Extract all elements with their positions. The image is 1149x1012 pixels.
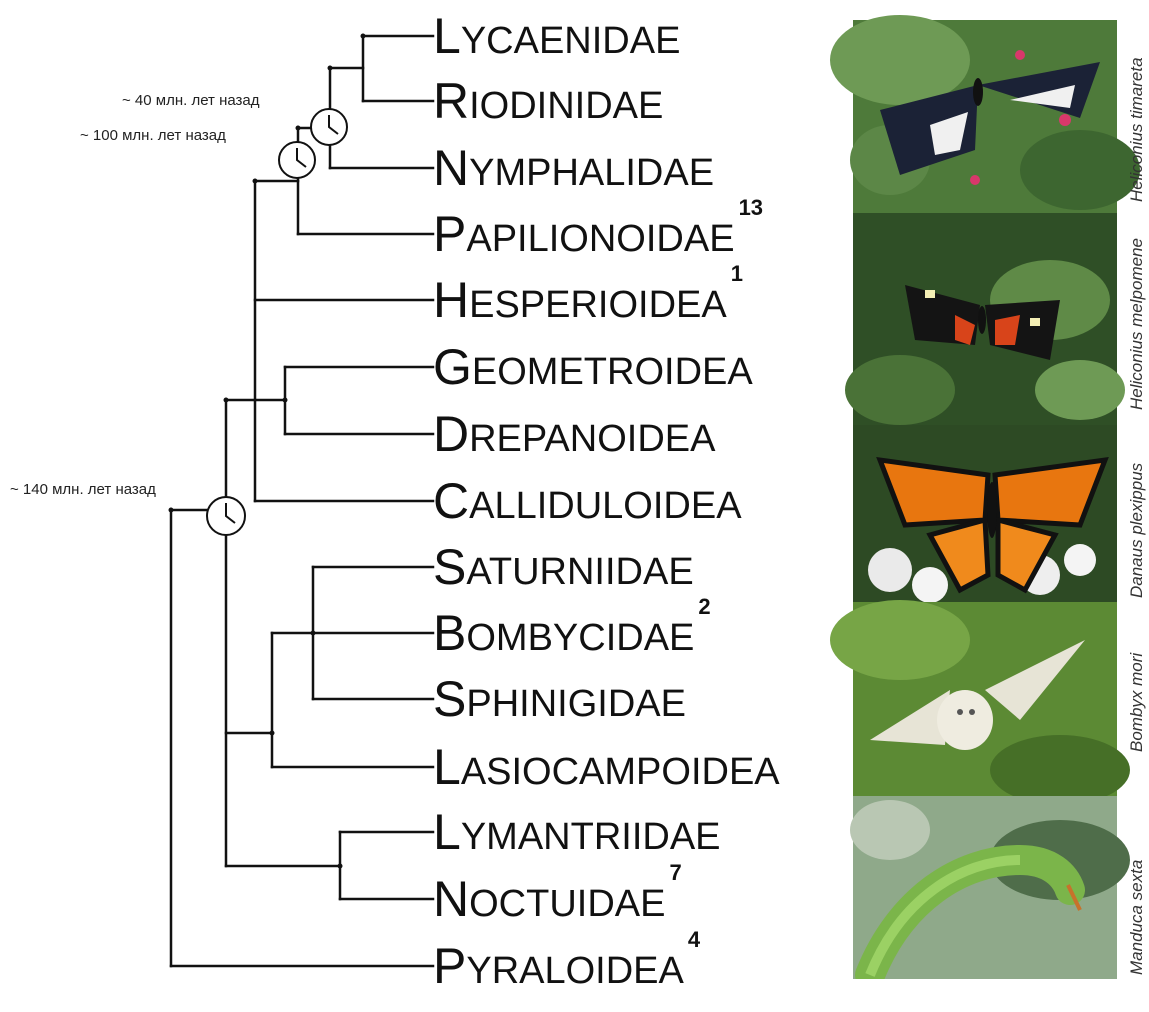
taxon-label-geometroidea: GEOMETROIDEA: [433, 334, 757, 400]
clock-icon: [279, 142, 315, 178]
node-dot: [224, 398, 229, 403]
taxon-label-riodinidae: RIODINIDAE: [433, 68, 667, 134]
species-caption-bombyx-mori: Bombyx mori: [1127, 653, 1147, 752]
taxon-label-calliduloidea: CALLIDULOIDEA: [433, 468, 746, 534]
species-caption-danaus-plexippus: Danaus plexippus: [1127, 463, 1147, 598]
taxon-label-pyraloidea: PYRALOIDEA4: [433, 933, 700, 999]
node-dot: [169, 508, 174, 513]
taxon-label-lycaenidae: LYCAENIDAE: [433, 3, 684, 69]
species-caption-manduca-sexta: Manduca sexta: [1127, 860, 1147, 975]
node-dot: [270, 731, 275, 736]
node-dot: [296, 126, 301, 131]
photo-heliconius-melpomene: [845, 213, 1125, 425]
taxon-label-lasiocampoidea: LASIOCAMPOIDEA: [433, 734, 784, 800]
photo-danaus-plexippus: [853, 425, 1117, 603]
divergence-time-140: ~ 140 млн. лет назад: [10, 481, 156, 498]
node-dot: [253, 179, 258, 184]
taxon-label-lymantriidae: LYMANTRIIDAE: [433, 799, 725, 865]
taxon-label-saturniidae: SATURNIIDAE: [433, 534, 698, 600]
taxon-label-sphinigidae: SPHINIGIDAE: [433, 666, 690, 732]
divergence-time-40: ~ 40 млн. лет назад: [122, 92, 260, 109]
taxon-label-noctuidae: NOCTUIDAE7: [433, 866, 682, 932]
node-dot: [338, 864, 343, 869]
species-caption-heliconius-melpomene: Heliconius melpomene: [1127, 238, 1147, 410]
taxon-label-drepanoidea: DREPANOIDEA: [433, 401, 719, 467]
photo-manduca-sexta: [850, 796, 1130, 979]
clock-icon: [311, 109, 347, 145]
taxon-label-nymphalidae: NYMPHALIDAE: [433, 135, 718, 201]
clock-icon: [207, 497, 245, 535]
node-dot: [283, 398, 288, 403]
taxon-label-hesperioidea: HESPERIOIDEA1: [433, 267, 743, 333]
photo-bombyx-mori: [830, 600, 1130, 805]
taxon-label-bombycidae: BOMBYCIDAE2: [433, 600, 711, 666]
taxon-label-papilionoidae: PAPILIONOIDAE13: [433, 201, 763, 267]
species-caption-heliconius-timareta: Heliconius timareta: [1127, 57, 1147, 202]
divergence-time-100: ~ 100 млн. лет назад: [80, 127, 226, 144]
photo-heliconius-timareta: [830, 15, 1140, 213]
node-dot: [328, 66, 333, 71]
node-dot: [361, 34, 366, 39]
node-dot: [311, 631, 316, 636]
